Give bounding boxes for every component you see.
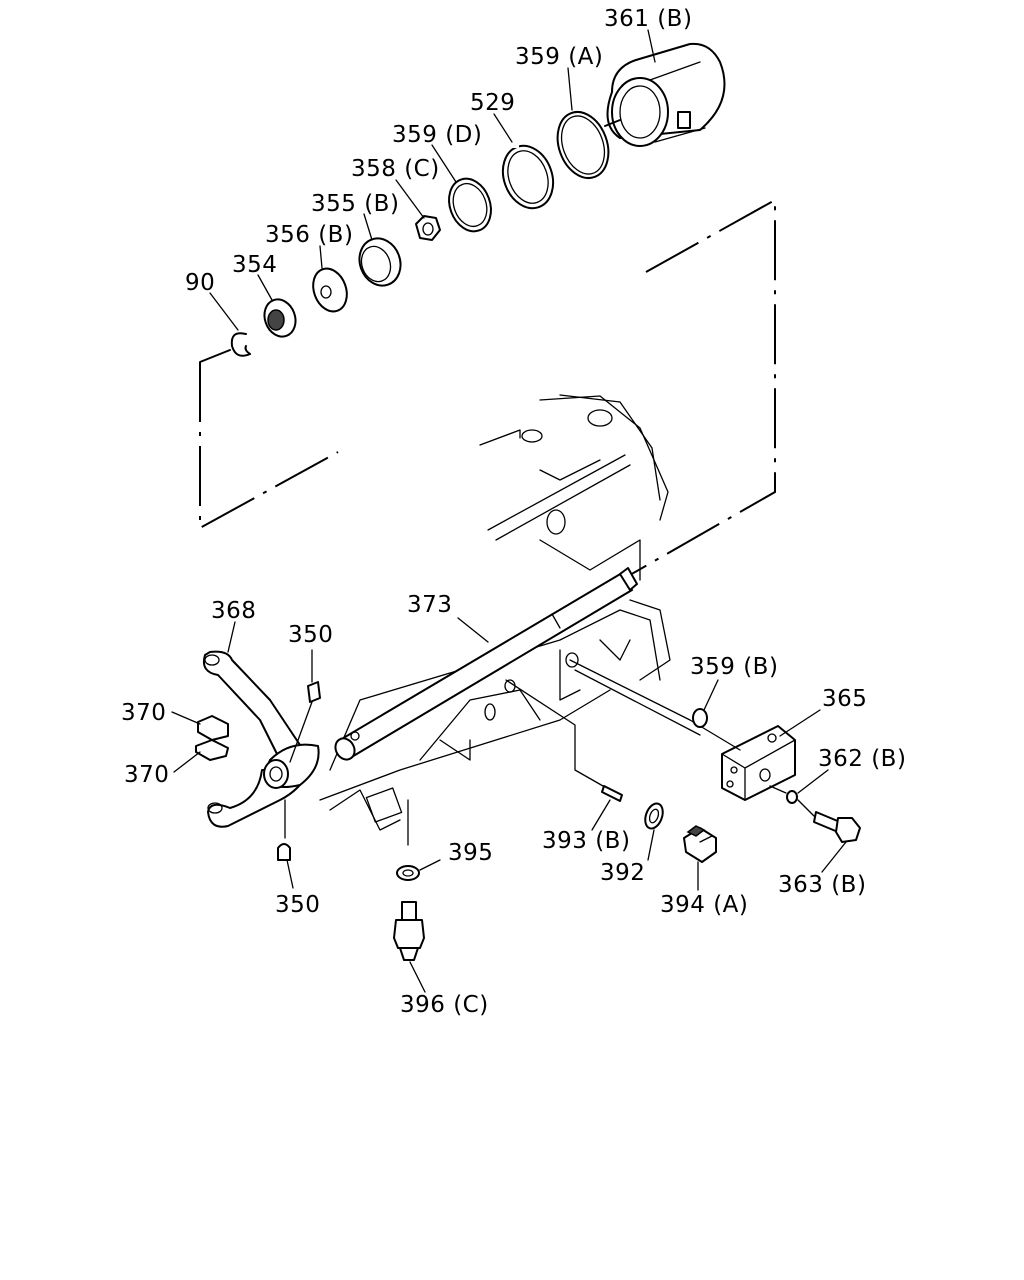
part-529-snap-ring bbox=[501, 140, 555, 210]
callout-368: 368 bbox=[211, 598, 256, 624]
callout-395: 395 bbox=[448, 840, 493, 866]
leader-lines bbox=[171, 29, 847, 993]
callout-350-upper: 350 bbox=[288, 622, 333, 648]
frame-dashed-left bbox=[199, 362, 339, 530]
callout-529: 529 bbox=[470, 90, 515, 116]
part-361b-piston bbox=[606, 42, 726, 147]
callout-356b: 356 (B) bbox=[265, 222, 353, 248]
part-359a-ring bbox=[556, 111, 610, 179]
callout-359d: 359 (D) bbox=[392, 122, 482, 148]
part-395-washer bbox=[396, 865, 420, 881]
part-373-shift-rod bbox=[334, 567, 638, 761]
frame-dashed-right bbox=[559, 198, 776, 616]
callout-370-lower: 370 bbox=[124, 762, 169, 788]
part-354-seal bbox=[263, 298, 297, 338]
part-90-circlip bbox=[230, 332, 251, 357]
part-396c-plug bbox=[393, 901, 425, 961]
callout-393b: 393 (B) bbox=[542, 828, 630, 854]
part-350-upper-pin bbox=[307, 681, 321, 703]
part-393b-pin bbox=[601, 785, 623, 802]
part-358c-nut bbox=[415, 215, 441, 241]
callout-359a: 359 (A) bbox=[515, 44, 603, 70]
part-370-shoe-lower bbox=[195, 739, 229, 761]
frame-line bbox=[199, 349, 231, 363]
callout-394a: 394 (A) bbox=[660, 892, 748, 918]
part-362b-o-ring bbox=[786, 790, 798, 804]
callout-362b: 362 (B) bbox=[818, 746, 906, 772]
part-368-shift-fork bbox=[202, 650, 320, 828]
callout-370-upper: 370 bbox=[121, 700, 166, 726]
callout-361b: 361 (B) bbox=[604, 6, 692, 32]
part-370-shoe-upper bbox=[197, 715, 229, 741]
part-365-block bbox=[721, 725, 796, 801]
transmission-case bbox=[319, 394, 671, 831]
callout-355b: 355 (B) bbox=[311, 191, 399, 217]
part-363b-bolt bbox=[813, 811, 861, 843]
callout-373: 373 bbox=[407, 592, 452, 618]
callout-396c: 396 (C) bbox=[400, 992, 489, 1018]
part-350-lower-pin bbox=[277, 843, 291, 861]
part-359d-ring bbox=[448, 177, 492, 233]
part-355b-bushing bbox=[358, 237, 402, 287]
callout-365: 365 bbox=[822, 686, 867, 712]
callout-363b: 363 (B) bbox=[778, 872, 866, 898]
callout-392: 392 bbox=[600, 860, 645, 886]
callout-90: 90 bbox=[185, 270, 215, 296]
callout-358c: 358 (C) bbox=[351, 156, 440, 182]
part-392-washer bbox=[644, 802, 664, 830]
callout-350-lower: 350 bbox=[275, 892, 320, 918]
callout-354: 354 bbox=[232, 252, 277, 278]
callout-359b: 359 (B) bbox=[690, 654, 778, 680]
part-394a-switch bbox=[683, 825, 717, 863]
part-359b-o-ring bbox=[692, 708, 708, 728]
part-356b-plate bbox=[312, 267, 348, 313]
